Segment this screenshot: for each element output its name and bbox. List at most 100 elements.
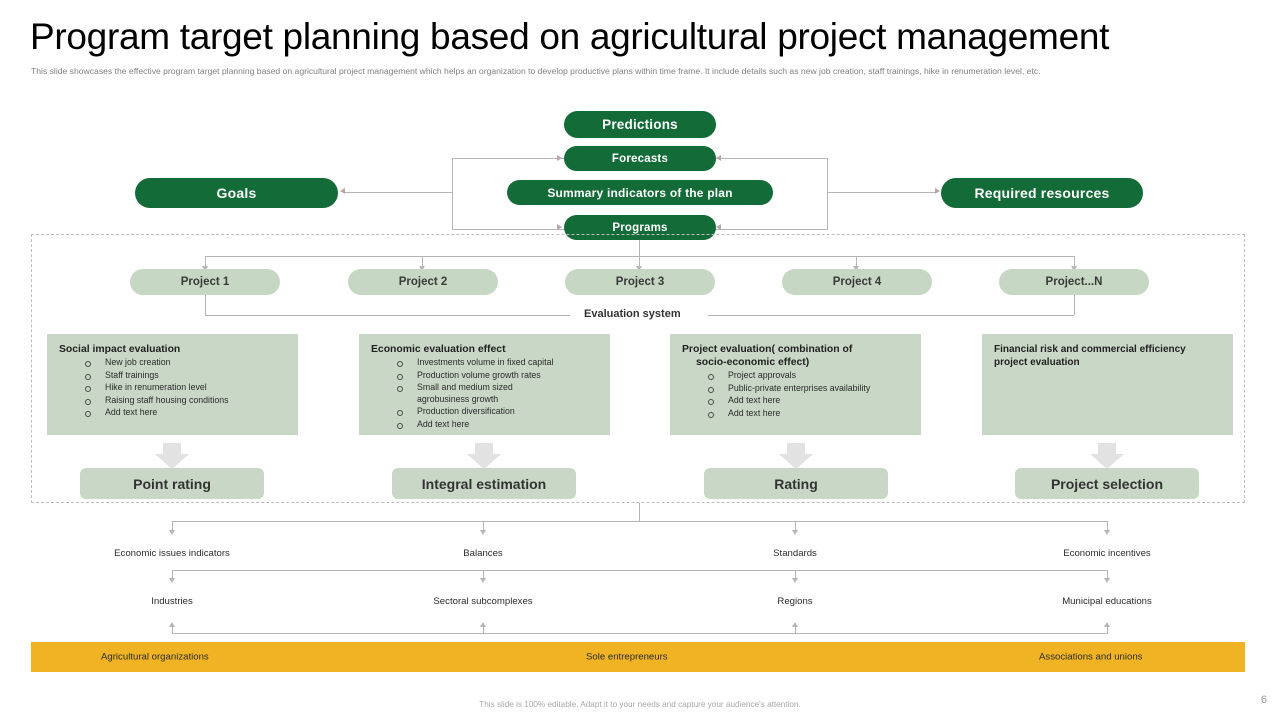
- pill-predictions-label: Predictions: [602, 117, 678, 132]
- organization-bar[interactable]: Agricultural organizations Sole entrepre…: [31, 642, 1245, 672]
- pill-required-resources-label: Required resources: [974, 185, 1110, 201]
- pill-project-n[interactable]: Project...N: [999, 269, 1149, 295]
- connector-project-4-arrowhead: [853, 266, 859, 271]
- page-number: 6: [1260, 694, 1267, 706]
- connector-org-1-stem: [172, 626, 173, 634]
- connector-project-4-stem: [856, 256, 857, 267]
- sector-item-2: Sectoral subcomplexes: [433, 596, 533, 607]
- heading-line-2: project evaluation: [994, 357, 1080, 368]
- list-item: Small and medium sized: [371, 382, 600, 394]
- list-item: Investments volume in fixed capital: [371, 357, 600, 369]
- connector-org-2-arrowhead: [480, 622, 486, 627]
- pill-project-3[interactable]: Project 3: [565, 269, 715, 295]
- connector-project-2-arrowhead: [419, 266, 425, 271]
- evaluation-box-financial-heading: Financial risk and commercial efficiency…: [994, 343, 1223, 369]
- pill-summary-indicators[interactable]: Summary indicators of the plan: [507, 180, 773, 205]
- pill-predictions[interactable]: Predictions: [564, 111, 716, 138]
- connector-org-3-arrowhead: [792, 622, 798, 627]
- pill-project-2-label: Project 2: [398, 276, 448, 288]
- down-arrow-icon-2: [467, 443, 501, 469]
- pill-summary-indicators-label: Summary indicators of the plan: [547, 185, 733, 200]
- evaluation-box-project: Project evaluation( combination of socio…: [670, 334, 921, 435]
- heading-line-2: socio-economic effect): [696, 357, 810, 368]
- down-arrow-icon-1: [155, 443, 189, 469]
- pill-project-2[interactable]: Project 2: [348, 269, 498, 295]
- result-point-rating[interactable]: Point rating: [80, 468, 264, 499]
- pill-project-1[interactable]: Project 1: [130, 269, 280, 295]
- connector-forecasts-left-arrowhead: [557, 155, 562, 161]
- connector-project-n-arrowhead: [1071, 266, 1077, 271]
- evaluation-box-project-list: Project approvals Public-private enterpr…: [682, 370, 911, 419]
- list-item: Staff trainings: [59, 370, 288, 382]
- organization-item-1: Agricultural organizations: [101, 651, 209, 663]
- result-rating[interactable]: Rating: [704, 468, 888, 499]
- connector-indicator-bus: [172, 521, 1107, 522]
- connector-sector-4-arrowhead: [1104, 578, 1110, 583]
- pill-project-1-label: Project 1: [180, 276, 230, 288]
- sector-item-1: Industries: [151, 596, 193, 607]
- connector-sector-2-arrowhead: [480, 578, 486, 583]
- list-item: Add text here: [682, 408, 911, 420]
- list-item: Add text here: [59, 407, 288, 419]
- result-rating-label: Rating: [774, 475, 818, 492]
- result-integral-estimation-label: Integral estimation: [421, 475, 547, 492]
- evaluation-box-social: Social impact evaluation New job creatio…: [47, 334, 298, 435]
- connector-project-n-down: [1074, 295, 1075, 315]
- connector-sector-2-stem: [483, 570, 484, 579]
- indicator-item-1: Economic issues indicators: [114, 548, 230, 559]
- page-subtitle: This slide showcases the effective progr…: [31, 66, 1041, 76]
- footer-note: This slide is 100% editable. Adapt it to…: [479, 700, 801, 709]
- pill-forecasts-label: Forecasts: [611, 152, 669, 165]
- connector-indicator-3-arrowhead: [792, 530, 798, 535]
- connector-project-2-stem: [422, 256, 423, 267]
- pill-project-4[interactable]: Project 4: [782, 269, 932, 295]
- connector-region-down: [639, 503, 640, 521]
- result-point-rating-label: Point rating: [133, 475, 211, 492]
- connector-project-1-arrowhead: [202, 266, 208, 271]
- connector-projects-bus: [205, 256, 1075, 257]
- connector-project-3-arrowhead: [636, 266, 642, 271]
- connector-indicator-2-stem: [483, 521, 484, 531]
- evaluation-box-economic: Economic evaluation effect Investments v…: [359, 334, 610, 435]
- indicator-item-4: Economic incentives: [1063, 548, 1151, 559]
- list-item: New job creation: [59, 357, 288, 369]
- connector-forecasts-right-arrowhead: [716, 155, 721, 161]
- pill-forecasts[interactable]: Forecasts: [564, 146, 716, 171]
- heading-line-1: Financial risk and commercial efficiency: [994, 344, 1186, 355]
- result-integral-estimation[interactable]: Integral estimation: [392, 468, 576, 499]
- connector-org-4-stem: [1107, 626, 1108, 634]
- list-item: Add text here: [682, 395, 911, 407]
- list-item: Hike in renumeration level: [59, 382, 288, 394]
- evaluation-system-label: Evaluation system: [576, 308, 689, 320]
- connector-project-3-stem: [639, 256, 640, 267]
- list-item: Project approvals: [682, 370, 911, 382]
- pill-programs-label: Programs: [612, 221, 668, 234]
- connector-eval-bus-right: [708, 315, 1074, 316]
- connector-sector-bus: [172, 570, 1107, 571]
- connector-org-bus: [172, 633, 1107, 634]
- pill-goals[interactable]: Goals: [135, 178, 338, 208]
- down-arrow-icon-4: [1090, 443, 1124, 469]
- heading-line-1: Project evaluation( combination of: [682, 344, 853, 355]
- connector-programs-right-arrowhead: [716, 224, 721, 230]
- connector-indicator-3-stem: [795, 521, 796, 531]
- organization-item-2: Sole entrepreneurs: [586, 651, 668, 663]
- pill-project-3-label: Project 3: [615, 276, 665, 288]
- connector-indicator-4-arrowhead: [1104, 530, 1110, 535]
- evaluation-box-financial: Financial risk and commercial efficiency…: [982, 334, 1233, 435]
- page-title: Program target planning based on agricul…: [30, 16, 1110, 57]
- pill-project-4-label: Project 4: [832, 276, 882, 288]
- list-item: Add text here: [371, 419, 600, 431]
- result-project-selection[interactable]: Project selection: [1015, 468, 1199, 499]
- connector-sector-1-arrowhead: [169, 578, 175, 583]
- pill-programs[interactable]: Programs: [564, 215, 716, 240]
- connector-indicator-2-arrowhead: [480, 530, 486, 535]
- pill-required-resources[interactable]: Required resources: [941, 178, 1143, 208]
- connector-org-4-arrowhead: [1104, 622, 1110, 627]
- sector-item-3: Regions: [777, 596, 813, 607]
- connector-project-n-stem: [1074, 256, 1075, 267]
- connector-sector-4-stem: [1107, 570, 1108, 579]
- connector-org-3-stem: [795, 626, 796, 634]
- organization-item-3: Associations and unions: [1039, 651, 1143, 663]
